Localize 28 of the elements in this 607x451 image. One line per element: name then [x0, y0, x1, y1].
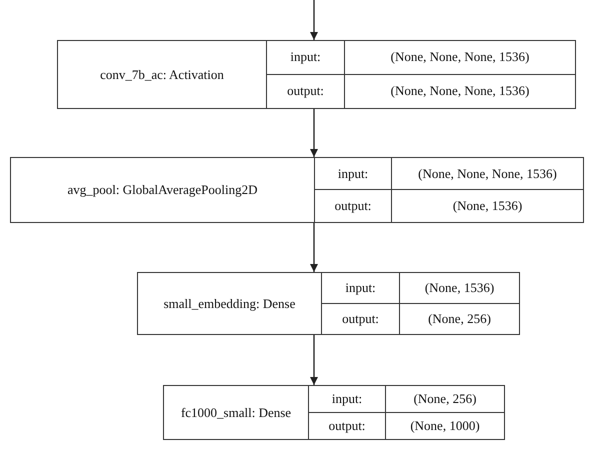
port-label: output:: [314, 190, 391, 222]
layer-record: [10, 157, 584, 223]
layer-name: fc1000_small: Dense: [180, 404, 292, 422]
shape-value: (None, 256): [399, 304, 519, 334]
shape-value: (None, None, None, 1536): [391, 158, 583, 190]
layer-record: [163, 385, 505, 440]
port-label: output:: [321, 304, 399, 334]
port-label: output:: [266, 74, 344, 108]
arrow: [310, 223, 318, 272]
port-label: input:: [308, 386, 385, 412]
layer-record: [57, 40, 576, 109]
arrow: [310, 335, 318, 385]
arrow: [310, 109, 318, 157]
layer-record: [137, 272, 520, 335]
layer-name: conv_7b_ac: Activation: [99, 66, 225, 84]
shape-value: (None, 1536): [391, 190, 583, 222]
shape-value: (None, 256): [385, 386, 504, 412]
arrow: [310, 0, 318, 40]
shape-value: (None, None, None, 1536): [344, 41, 575, 74]
port-label: output:: [308, 412, 385, 439]
port-label: input:: [321, 273, 399, 304]
port-label: input:: [314, 158, 391, 190]
layer-name: small_embedding: Dense: [162, 294, 296, 313]
shape-value: (None, 1536): [399, 273, 519, 304]
shape-value: (None, 1000): [385, 412, 504, 439]
port-label: input:: [266, 41, 344, 74]
shape-value: (None, None, None, 1536): [344, 74, 575, 108]
layer-name: avg_pool: GlobalAveragePooling2D: [66, 181, 259, 199]
